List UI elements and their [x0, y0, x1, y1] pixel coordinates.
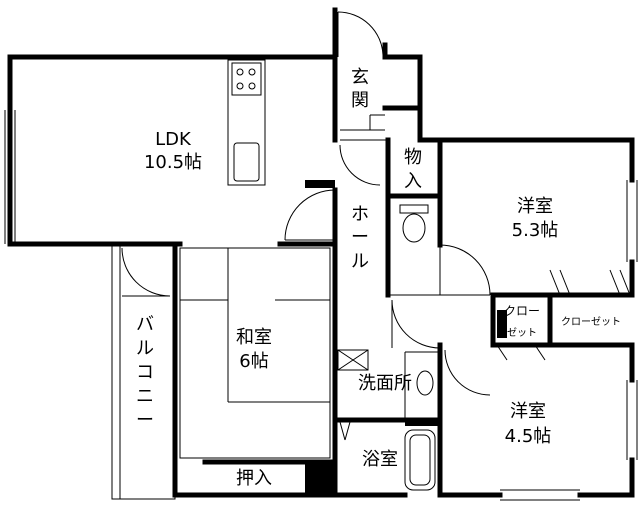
hall-label-1: ホ — [351, 204, 369, 225]
ldk-label: LDK — [155, 129, 192, 150]
washroom-label: 洗面所 — [358, 373, 412, 394]
labels: LDK 10.5帖 玄 関 物 入 ホ ー ル 洋室 5.3帖 クロー ゼット … — [136, 67, 621, 489]
closet-small-label-1: クロー — [504, 304, 540, 318]
western-small-label: 洋室 — [510, 401, 546, 422]
western-large-label: 洋室 — [517, 196, 553, 217]
western-large-size: 5.3帖 — [512, 220, 559, 241]
balcony-label-3: コ — [136, 362, 154, 383]
hall-label-2: ー — [351, 227, 369, 248]
entrance-label-1: 玄 — [351, 67, 369, 88]
closet-wide-label: クローゼット — [561, 316, 621, 328]
wall-blocks — [305, 180, 507, 495]
japanese-room-size: 6帖 — [239, 351, 268, 372]
entrance-label-2: 関 — [351, 90, 369, 111]
oshiire-label: 押入 — [236, 468, 272, 489]
closet-small-label-2: ゼット — [507, 327, 537, 339]
storage-label-1: 物 — [404, 147, 422, 168]
ldk-size: 10.5帖 — [144, 152, 202, 173]
balcony-label-2: ル — [136, 338, 154, 359]
storage-label-2: 入 — [404, 171, 422, 192]
bath-label: 浴室 — [362, 449, 398, 470]
hall-label-3: ル — [351, 251, 369, 272]
japanese-room-label: 和室 — [236, 327, 272, 348]
balcony-label-4: ニ — [136, 386, 154, 407]
balcony-label-1: バ — [136, 314, 154, 335]
thin-lines — [4, 11, 638, 501]
balcony-label-5: ー — [136, 410, 154, 431]
walls — [7, 7, 635, 498]
western-small-size: 4.5帖 — [505, 426, 552, 447]
